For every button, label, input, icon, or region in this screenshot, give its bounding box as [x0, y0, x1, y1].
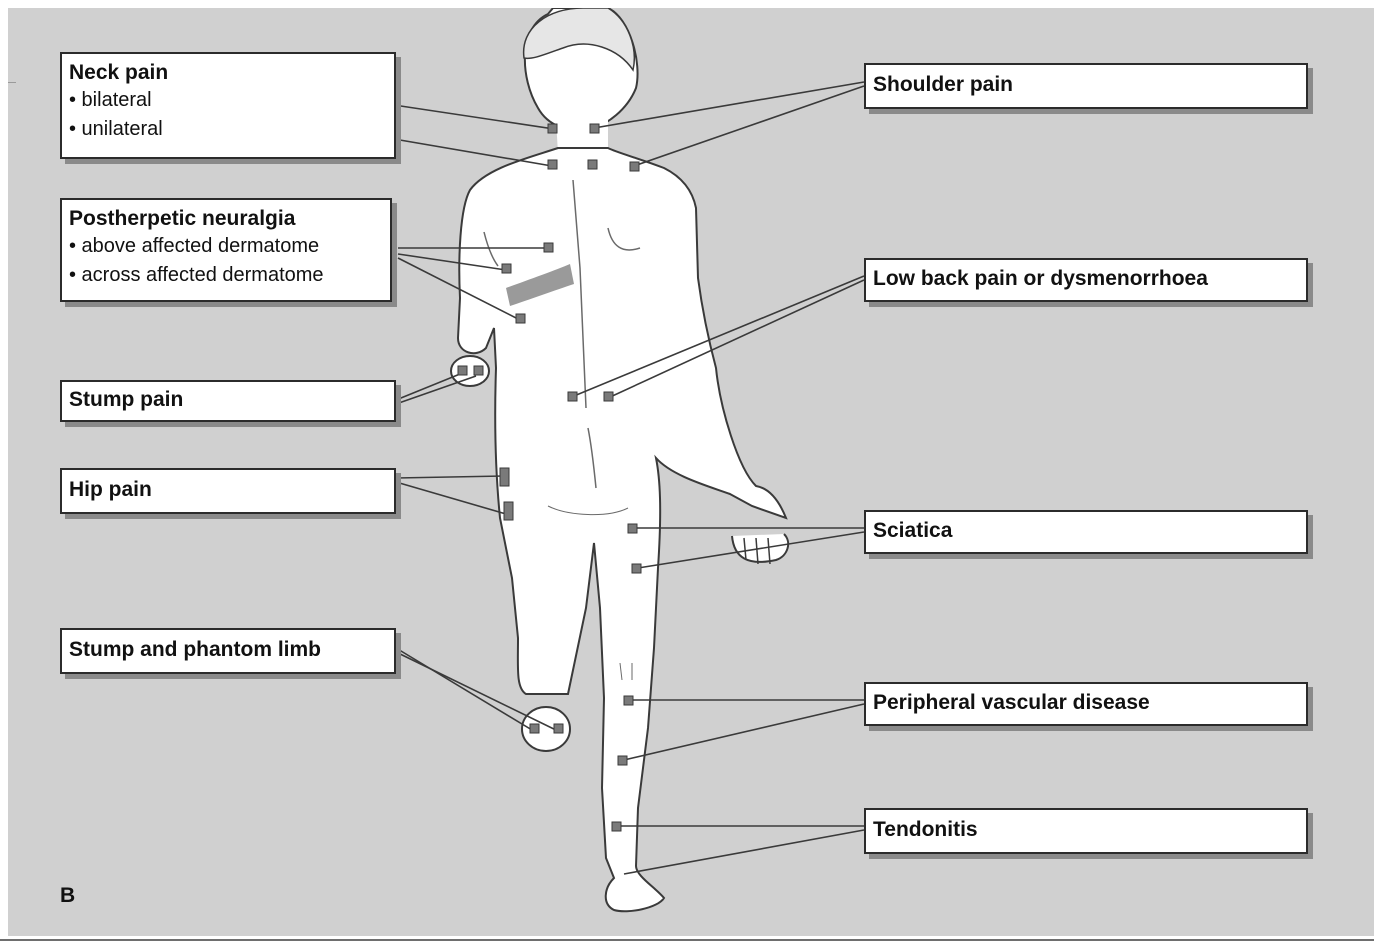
panel-letter: B	[60, 884, 75, 908]
sciatica-title: Sciatica	[873, 518, 952, 544]
postherpetic-above: • above affected dermatome	[69, 232, 382, 261]
shoulder-pain-title: Shoulder pain	[873, 72, 1013, 98]
low-back-title: Low back pain or dysmenorrhoea	[873, 266, 1208, 292]
diagram-canvas: Neck pain • bilateral • unilateral Posth…	[8, 8, 1374, 936]
neck-pain-title: Neck pain	[69, 60, 386, 86]
body-outline	[458, 148, 786, 911]
label-low-back-pain: Low back pain or dysmenorrhoea	[864, 258, 1308, 302]
label-stump-phantom-limb: Stump and phantom limb	[60, 628, 396, 674]
tendonitis-title: Tendonitis	[873, 817, 978, 843]
label-hip-pain: Hip pain	[60, 468, 396, 514]
label-neck-pain: Neck pain • bilateral • unilateral	[60, 52, 396, 159]
label-sciatica: Sciatica	[864, 510, 1308, 554]
label-shoulder-pain: Shoulder pain	[864, 63, 1308, 109]
postherpetic-title: Postherpetic neuralgia	[69, 206, 382, 232]
label-postherpetic-neuralgia: Postherpetic neuralgia • above affected …	[60, 198, 392, 302]
neck-pain-bilateral: • bilateral	[69, 86, 386, 115]
label-tendonitis: Tendonitis	[864, 808, 1308, 854]
pvd-title: Peripheral vascular disease	[873, 690, 1150, 716]
neck-pain-unilateral: • unilateral	[69, 115, 386, 144]
stump-phantom-title: Stump and phantom limb	[69, 637, 321, 663]
label-peripheral-vascular-disease: Peripheral vascular disease	[864, 682, 1308, 726]
bottom-rule	[0, 939, 1374, 941]
label-stump-pain: Stump pain	[60, 380, 396, 422]
hip-pain-title: Hip pain	[69, 477, 152, 503]
postherpetic-across: • across affected dermatome	[69, 261, 382, 290]
stump-pain-title: Stump pain	[69, 387, 183, 413]
